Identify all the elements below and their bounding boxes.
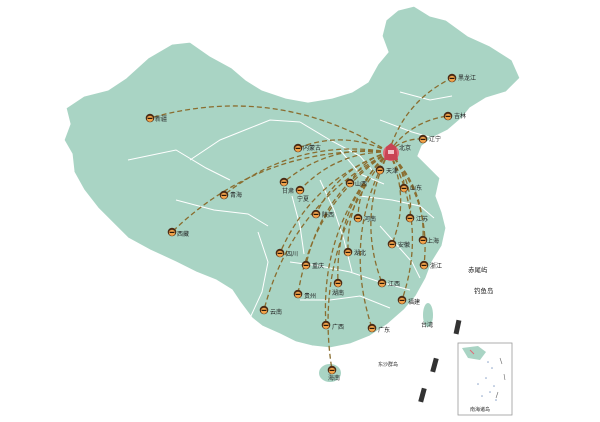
province-marker-icon: [301, 260, 311, 270]
province-marker-icon: [145, 113, 155, 123]
route-line-24: [297, 151, 390, 295]
hub-label: 北京: [399, 144, 411, 152]
province-marker-icon: [405, 213, 415, 223]
province-label: 陕西: [322, 211, 334, 219]
province-label: 安徽: [398, 241, 410, 249]
province-marker-icon: [443, 111, 453, 121]
route-line-12: [357, 151, 390, 219]
province-marker-icon: [219, 190, 229, 200]
province-marker-icon: [293, 289, 303, 299]
province-label: 西藏: [177, 230, 189, 238]
province-label: 广东: [378, 326, 390, 334]
province-label: 辽宁: [429, 135, 441, 143]
province-marker-icon: [367, 323, 377, 333]
province-marker-icon: [333, 278, 343, 288]
province-label: 海南: [328, 374, 340, 382]
province-marker-icon: [293, 143, 303, 153]
province-label: 上海: [427, 237, 439, 245]
province-label: 河南: [364, 215, 376, 223]
province-marker-icon: [419, 260, 429, 270]
route-line-3: [283, 149, 390, 183]
province-label: 湖南: [332, 289, 344, 297]
province-marker-icon: [311, 209, 321, 219]
province-label: 江西: [388, 281, 400, 288]
route-line-22: [370, 151, 390, 284]
province-label: 山西: [355, 180, 367, 188]
route-line-28: [327, 151, 390, 371]
province-marker-icon: [295, 185, 305, 195]
route-line-4: [297, 139, 390, 153]
route-line-27: [359, 151, 390, 329]
province-marker-icon: [259, 305, 269, 315]
island-label-dongsha: 东沙群岛: [378, 361, 398, 368]
inset-caption: 南海诸岛: [470, 406, 490, 413]
province-label: 福建: [408, 298, 420, 306]
taiwan-island: [423, 303, 433, 327]
route-line-19: [305, 151, 390, 266]
province-label: 贵州: [304, 292, 316, 300]
route-line-16: [388, 151, 402, 245]
province-label: 湖北: [354, 249, 366, 257]
province-marker-icon: [387, 239, 397, 249]
route-line-6: [388, 115, 449, 153]
province-marker-icon: [327, 365, 337, 375]
province-label: 广西: [332, 323, 344, 331]
province-marker-icon: [167, 227, 177, 237]
province-label: 山东: [410, 184, 422, 192]
province-marker-icon: [353, 213, 363, 223]
province-label: 云南: [270, 308, 282, 316]
province-label: 甘肃: [282, 187, 294, 195]
province-label: 天津: [386, 168, 398, 175]
province-label: 宁夏: [297, 195, 309, 203]
province-marker-icon: [418, 235, 428, 245]
province-marker-icon: [343, 247, 353, 257]
island-label-chiweiyu: 赤尾屿: [468, 265, 488, 274]
hub-marker-beijing: [383, 143, 399, 161]
island-label-diaoyu: 钓鱼岛: [474, 286, 494, 295]
route-lines: [149, 77, 453, 371]
province-marker-icon: [321, 320, 331, 330]
province-marker-icon: [377, 278, 387, 288]
province-marker-icon: [345, 178, 355, 188]
route-line-14: [388, 151, 412, 219]
province-marker-icon: [279, 177, 289, 187]
province-marker-icon: [418, 134, 428, 144]
province-label: 四川: [286, 251, 298, 258]
province-marker-icon: [399, 183, 409, 193]
province-label: 重庆: [312, 262, 324, 270]
china-landmass: [63, 5, 521, 349]
nine-dash-segments: [418, 319, 462, 403]
route-line-20: [388, 151, 426, 266]
route-line-0: [149, 105, 390, 153]
south-sea-inset: 南海诸岛: [457, 342, 513, 416]
province-marker-icon: [275, 248, 285, 258]
province-marker-icon: [447, 73, 457, 83]
province-marker-icon: [397, 295, 407, 305]
route-line-18: [279, 151, 390, 254]
province-label: 吉林: [454, 112, 466, 120]
province-label: 江苏: [416, 215, 428, 223]
province-label: 内蒙古: [303, 144, 321, 152]
province-label: 新疆: [155, 115, 167, 123]
province-label: 浙江: [430, 262, 442, 270]
route-line-5: [388, 77, 453, 153]
route-line-2: [223, 148, 390, 196]
province-label: 黑龙江: [458, 74, 476, 82]
province-label: 青海: [230, 191, 242, 199]
route-line-10: [299, 151, 390, 191]
province-marker-icon: [375, 165, 385, 175]
province-label-taiwan: 台湾: [421, 321, 433, 329]
route-line-25: [263, 151, 390, 311]
route-line-23: [388, 151, 414, 301]
